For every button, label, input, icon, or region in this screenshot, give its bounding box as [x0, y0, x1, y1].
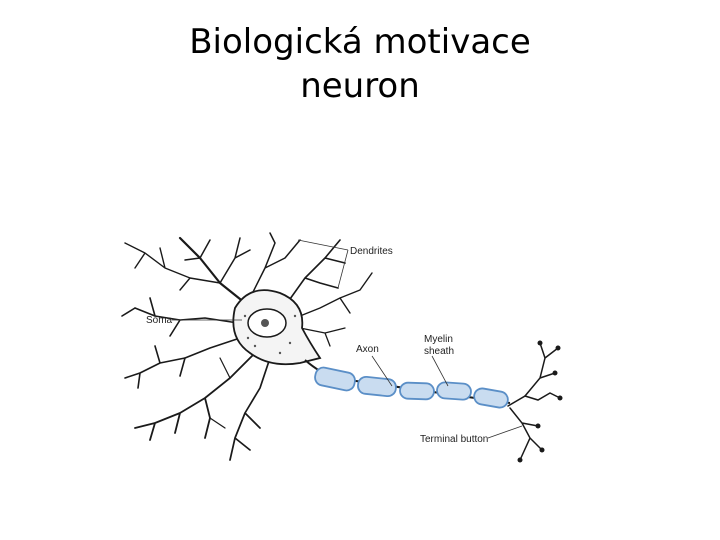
- label-axon: Axon: [356, 344, 379, 355]
- title-line-2: neuron: [300, 66, 420, 106]
- soma-granules: [243, 314, 297, 355]
- myelin-segments: [314, 366, 509, 409]
- slide-title: Biologická motivace neuron: [0, 20, 720, 108]
- dendrite-tree: [121, 232, 373, 461]
- nucleolus: [261, 319, 269, 327]
- label-soma: Soma: [146, 315, 173, 326]
- label-myelin-line1: Myelin: [424, 334, 453, 345]
- title-line-1: Biologická motivace: [189, 22, 531, 62]
- soma: [232, 289, 322, 366]
- axon-terminals: [507, 342, 561, 461]
- label-terminal: Terminal button: [420, 434, 488, 445]
- terminal-buttons: [517, 340, 563, 463]
- neuron-diagram: Dendrites Soma Axon Myelin sheath Termin…: [110, 228, 570, 478]
- label-leaders: [172, 239, 523, 439]
- label-dendrites: Dendrites: [350, 246, 393, 257]
- label-myelin-line2: sheath: [424, 346, 454, 357]
- neuron-illustration: Dendrites Soma Axon Myelin sheath Termin…: [121, 232, 563, 463]
